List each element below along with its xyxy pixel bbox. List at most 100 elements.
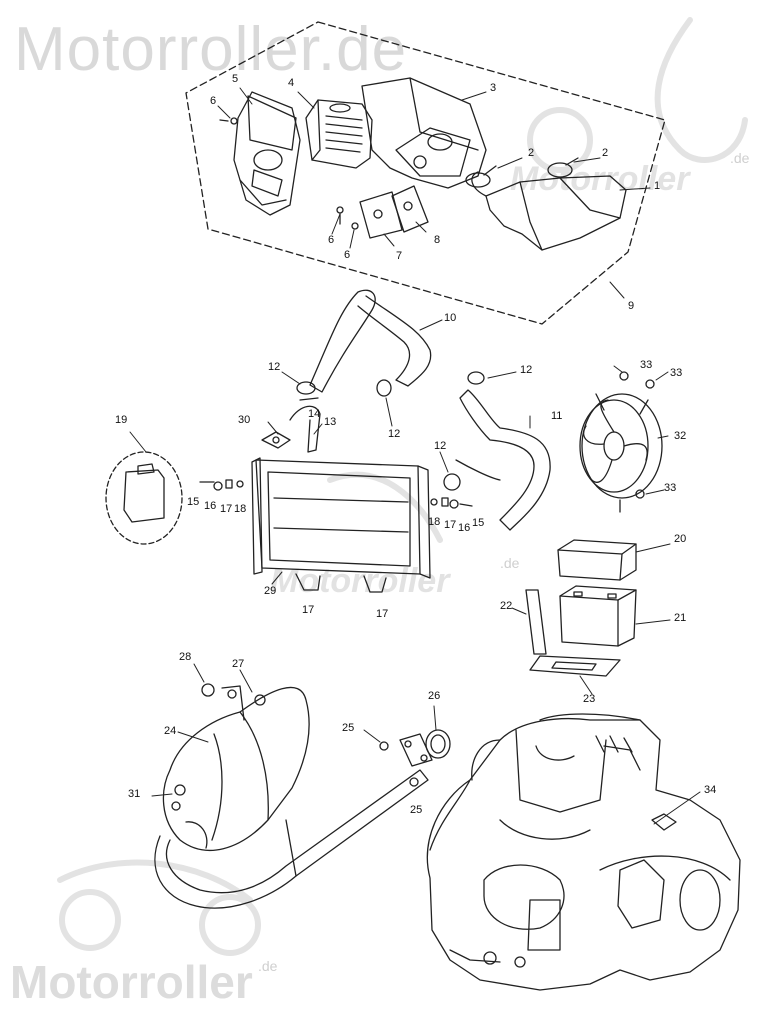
callout-label: 31	[128, 788, 141, 800]
callout-label: 12	[520, 364, 533, 376]
bolt-27	[254, 694, 266, 706]
callout-label: 15	[187, 496, 200, 508]
callout-label: 30	[238, 414, 251, 426]
callout-label: 27	[232, 658, 245, 670]
bracket-8	[391, 185, 429, 233]
callout-label: 2	[528, 147, 535, 159]
callout-label: 17	[376, 608, 389, 620]
radiator	[251, 457, 431, 593]
nut-28	[201, 683, 215, 697]
battery-mat-23	[529, 655, 621, 677]
bracket-7	[359, 191, 403, 239]
fitting-set-left	[199, 479, 244, 491]
exhaust-flange	[399, 733, 433, 767]
callout-label: 18	[234, 503, 247, 515]
callout-label: 16	[458, 522, 471, 534]
callout-label: 14	[308, 408, 321, 420]
callout-label: 12	[434, 440, 447, 452]
callout-label: 17	[302, 604, 315, 616]
screw-6-c	[351, 222, 359, 230]
callout-label: 17	[444, 519, 457, 531]
callout-label: 12	[268, 361, 281, 373]
watermark-top-right-suffix: .de	[730, 150, 750, 166]
bolt-33-b	[645, 379, 655, 389]
watermark-bottom: Motorroller	[10, 956, 253, 1008]
callout-label: 7	[396, 250, 403, 262]
callout-label: 16	[204, 500, 217, 512]
callout-label: 29	[264, 585, 277, 597]
callout-label: 33	[640, 359, 653, 371]
radiator-hose-10	[309, 289, 432, 393]
callout-label: 22	[500, 600, 513, 612]
hose-clamp-12-a	[296, 381, 316, 395]
bolt-33-c	[635, 489, 645, 499]
watermark-top-right: Motorroller	[510, 160, 690, 198]
callout-label: 15	[472, 517, 485, 529]
battery-vent-tube-22	[525, 589, 547, 655]
exhaust-pipe	[154, 769, 429, 909]
watermark-bottom-suffix: .de	[258, 958, 278, 974]
callout-label: 4	[288, 77, 295, 89]
callout-label: 21	[674, 612, 687, 624]
screw-6-a	[219, 117, 238, 125]
hose-clamp-2-left	[465, 165, 497, 188]
battery-lid-20	[557, 539, 637, 581]
battery-21	[559, 585, 637, 647]
callout-label: 17	[220, 503, 233, 515]
radiator-hose-11	[455, 389, 551, 531]
callout-label: 28	[179, 651, 192, 663]
bolt-33-a	[619, 371, 629, 381]
watermark-top: Motorroller.de	[14, 15, 408, 84]
leader-lines	[129, 87, 701, 825]
callout-label: 33	[664, 482, 677, 494]
callout-label: 23	[583, 693, 596, 705]
air-box-housing	[361, 77, 487, 189]
air-filter-group-outline	[185, 21, 666, 325]
coolant-reservoir-19	[105, 451, 183, 545]
callout-label: 9	[628, 300, 635, 312]
callout-label: 25	[342, 722, 355, 734]
exhaust-gasket-26	[425, 729, 451, 759]
engine-34	[426, 713, 741, 991]
callout-label: 6	[328, 234, 335, 246]
air-filter-cover	[233, 91, 301, 216]
callout-label: 20	[674, 533, 687, 545]
hose-clamp-12-c	[467, 371, 485, 385]
callout-label: 25	[410, 804, 423, 816]
muffler-24	[162, 685, 310, 852]
radiator-cap-30	[261, 431, 291, 449]
callout-label: 18	[428, 516, 441, 528]
callout-label: 6	[344, 249, 351, 261]
fitting-set-right	[430, 497, 473, 509]
callout-label: 11	[551, 410, 563, 422]
callout-label: 1	[654, 180, 661, 192]
intake-duct	[471, 171, 627, 251]
callout-label: 33	[670, 367, 683, 379]
screw-6-b	[336, 206, 344, 225]
callout-label: 6	[210, 95, 217, 107]
callout-label: 32	[674, 430, 687, 442]
callout-label: 8	[434, 234, 441, 246]
callout-label: 2	[602, 147, 609, 159]
hose-clamp-12-d	[443, 473, 461, 491]
callout-label: 19	[115, 414, 128, 426]
callout-label: 34	[704, 784, 717, 796]
nut-25-b	[409, 777, 419, 787]
callout-label: 10	[444, 312, 457, 324]
callout-label: 26	[428, 690, 441, 702]
callout-label: 24	[164, 725, 177, 737]
callout-label: 5	[232, 73, 239, 85]
callout-label: 12	[388, 428, 401, 440]
callout-label: 13	[324, 416, 337, 428]
nut-25-a	[379, 741, 389, 751]
hose-clamp-2-right	[547, 157, 579, 178]
hose-clamp-12-b	[376, 379, 392, 397]
radiator-tube-13	[289, 397, 321, 453]
watermark-middle-suffix: .de	[500, 555, 520, 571]
callout-label: 3	[490, 82, 497, 94]
air-filter-element	[305, 99, 373, 169]
radiator-fan-32	[579, 393, 663, 513]
